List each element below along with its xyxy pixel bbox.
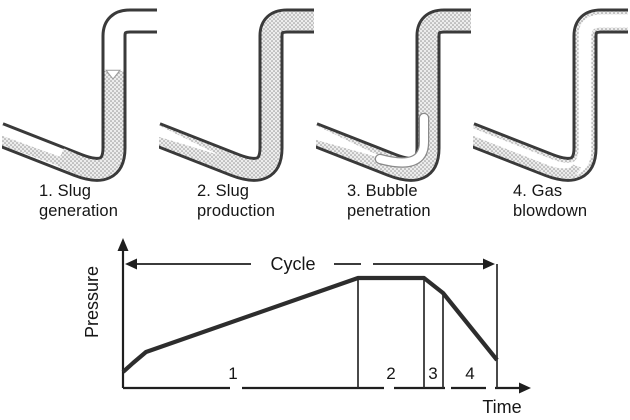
stage-2-caption: 2. Slug production (197, 182, 276, 220)
region-label-3: 3 (428, 364, 437, 383)
stage-4-caption: 4. Gas blowdown (513, 182, 588, 220)
cycle-span-arrow (125, 258, 495, 270)
inlet-liquid-layer (2, 135, 66, 168)
pipe-diagram-bubble-penetration (316, 0, 471, 185)
x-axis-arrowhead (519, 382, 531, 394)
x-axis-label: Time (482, 397, 521, 417)
region-label-2: 2 (386, 364, 395, 383)
stage-1-caption: 1. Slug generation (39, 182, 118, 220)
inlet-gas-wedge (316, 125, 388, 160)
stage-3-caption: 3. Bubble penetration (347, 182, 431, 220)
y-axis-arrowhead (117, 238, 129, 251)
pressure-time-chart: Cycle Pressure Time 1 2 3 4 (82, 238, 531, 417)
gas-bubble-finger (376, 114, 428, 167)
liquid-slug (56, 71, 124, 179)
liquid-surface-notch (104, 69, 122, 80)
liquid-slug (316, 11, 471, 179)
inlet-gas-wedge (159, 125, 219, 155)
pressure-curve (121, 275, 499, 374)
pipe-diagram-gas-blowdown (473, 0, 628, 185)
liquid-slug (159, 11, 314, 179)
pipe-diagram-slug-generation (2, 0, 157, 185)
region-label-4: 4 (465, 364, 474, 383)
cycle-label: Cycle (270, 254, 315, 274)
inlet-liquid-layer (473, 135, 582, 178)
region-label-1: 1 (228, 364, 237, 383)
pipe-diagram-slug-production (159, 0, 314, 185)
y-axis-label: Pressure (82, 266, 102, 338)
